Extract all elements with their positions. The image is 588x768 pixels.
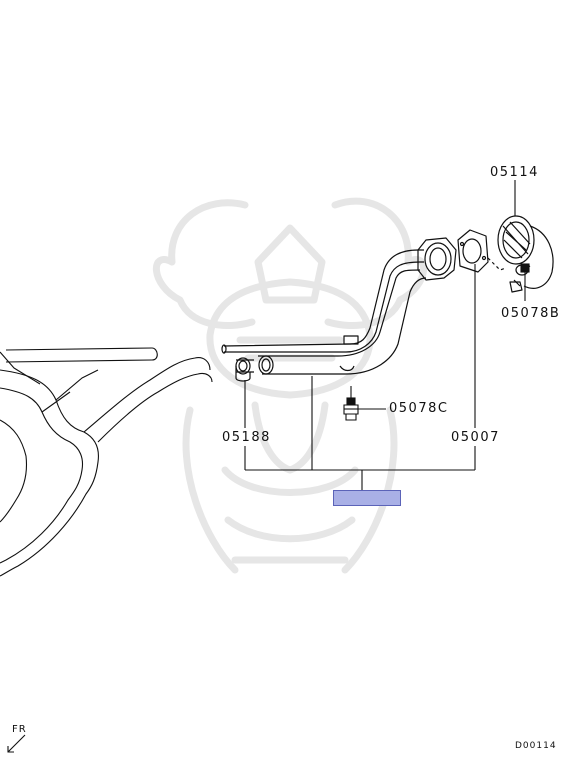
filler-cap-drawing: [487, 215, 554, 293]
front-arrow-icon: [7, 734, 26, 753]
filler-neck-pipes: [221, 249, 427, 382]
leader-lines: [244, 180, 516, 490]
diagram-id: D00114: [515, 741, 557, 751]
part-number-filler-neck[interactable]: 05007: [451, 430, 500, 445]
part-number-filler-cap[interactable]: 05114: [490, 165, 539, 180]
watermark-logo: [153, 197, 427, 574]
front-mark-label: FR: [12, 724, 27, 735]
part-number-cap-screw[interactable]: 05078B: [501, 306, 561, 321]
part-number-breather-hose[interactable]: 05188: [222, 430, 271, 445]
assembly-highlight-box[interactable]: [333, 490, 401, 506]
cap-screw-drawing: [520, 263, 530, 301]
filler-neck-head: [417, 237, 457, 281]
fuel-tank-outline: [0, 369, 99, 577]
tank-breather-hose: [0, 347, 213, 443]
part-number-clamp-bolt[interactable]: 05078C: [389, 401, 449, 416]
gasket-plate: [457, 229, 489, 273]
clamp-bolt-drawing: [343, 386, 386, 421]
